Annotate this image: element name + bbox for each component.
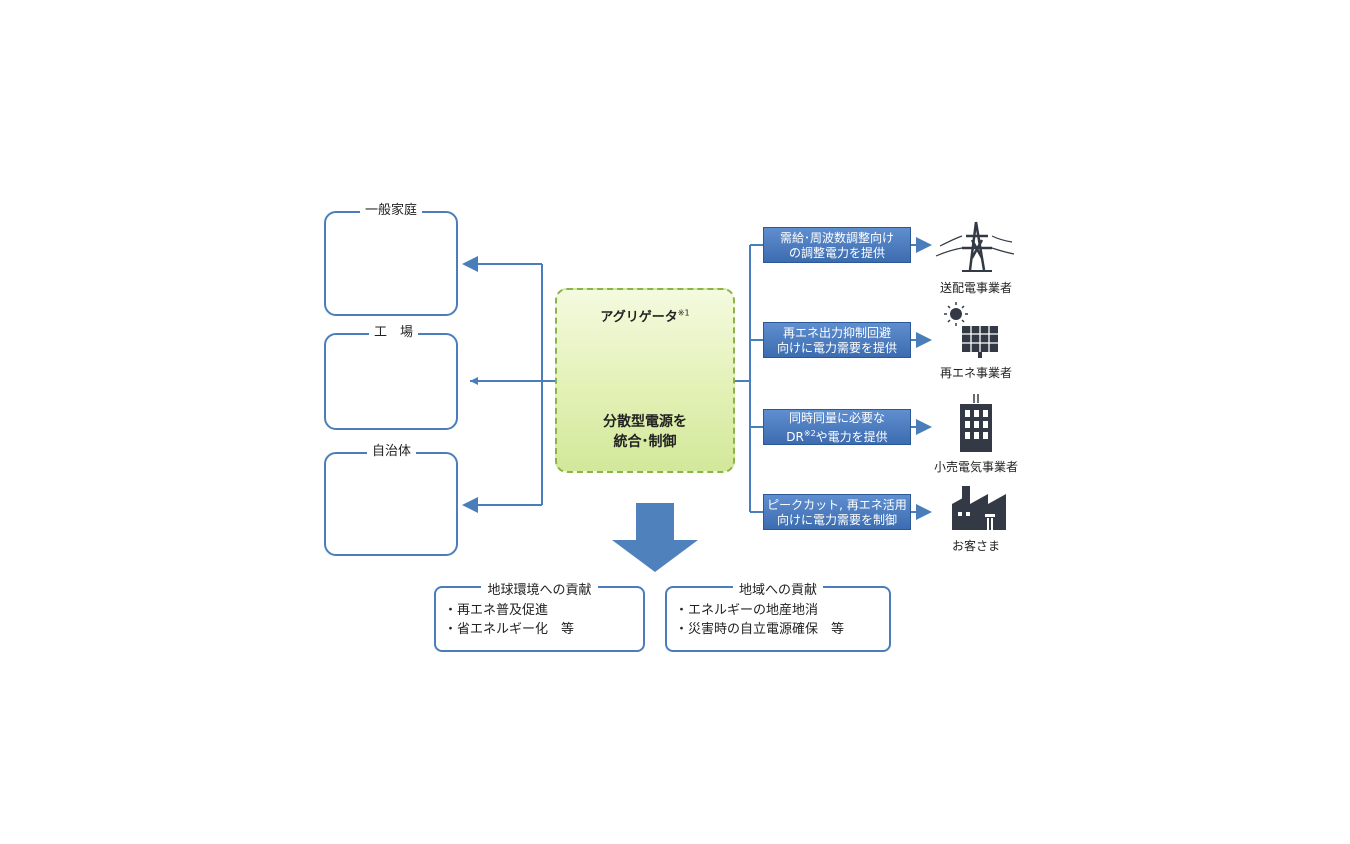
source-municipality-box — [324, 452, 458, 556]
benefit-item: ・エネルギーの地産地消 — [675, 603, 819, 618]
aggregator-line2: 統合･制御 — [613, 434, 677, 450]
benefit-community-title: 地域への貢献 — [667, 579, 889, 598]
service-line2: の調整電力を提供 — [788, 246, 885, 260]
service-line1: 再エネ出力抑制回避 — [782, 326, 891, 340]
factory-icon — [952, 486, 1006, 530]
service-line2: 向けに電力需要を制御 — [776, 513, 897, 527]
service-line2: 向けに電力需要を提供 — [776, 341, 897, 355]
source-municipality-label: 自治体 — [367, 445, 417, 459]
benefit-environment-title: 地球環境への貢献 — [436, 579, 643, 598]
stakeholder-renewable-label: 再エネ事業者 — [939, 366, 1012, 380]
transmission-tower-icon — [935, 221, 1015, 272]
service-curtailment-avoidance: 再エネ出力抑制回避 向けに電力需要を提供 — [763, 322, 911, 358]
source-household-box — [324, 211, 458, 316]
benefit-environment-box: 地球環境への貢献 ・再エネ普及促進 ・省エネルギー化 等 — [434, 583, 645, 652]
stakeholder-transmission-label: 送配電事業者 — [939, 281, 1012, 295]
service-line1: 需給･周波数調整向け — [779, 231, 894, 245]
aggregator-line1: 分散型電源を — [603, 414, 687, 430]
aggregator-box: アグリゲータ※1 分散型電源を 統合･制御 — [555, 288, 735, 473]
service-balancing-dr: 同時同量に必要な DR※2や電力を提供 — [763, 409, 911, 445]
service-supply-demand-adjustment: 需給･周波数調整向け の調整電力を提供 — [763, 227, 911, 263]
benefit-title-text: 地球環境への貢献 — [481, 583, 598, 598]
benefit-title-text: 地域への貢献 — [732, 583, 823, 598]
aggregator-title: アグリゲータ※1 — [557, 306, 733, 325]
service-peak-cut: ピークカット, 再エネ活用 向けに電力需要を制御 — [763, 494, 911, 530]
service-line1: ピークカット, 再エネ活用 — [767, 498, 907, 512]
aggregator-title-text: アグリゲータ — [600, 310, 678, 325]
service-dr-text: DR — [786, 430, 804, 444]
benefit-community-box: 地域への貢献 ・エネルギーの地産地消 ・災害時の自立電源確保 等 — [665, 583, 891, 652]
service-line2-post: や電力を提供 — [815, 430, 888, 444]
office-building-icon — [960, 394, 992, 452]
aggregator-description: 分散型電源を 統合･制御 — [557, 412, 733, 452]
stakeholder-customer-label: お客さま — [951, 539, 1000, 553]
solar-panel-sun-icon — [944, 302, 998, 358]
source-household-label: 一般家庭 — [360, 204, 423, 218]
service-note-mark: ※2 — [803, 429, 816, 438]
benefit-item: ・省エネルギー化 等 — [444, 622, 575, 637]
source-factory-box — [324, 333, 458, 430]
contribution-arrow-icon — [612, 503, 698, 572]
stakeholder-retail-label: 小売電気事業者 — [933, 460, 1018, 474]
benefit-item: ・再エネ普及促進 — [444, 603, 549, 618]
aggregator-note-mark: ※1 — [677, 308, 690, 318]
service-line1: 同時同量に必要な — [788, 411, 885, 425]
service-line2: DR※2や電力を提供 — [764, 426, 910, 445]
source-factory-label: 工 場 — [369, 326, 419, 340]
right-connectors — [702, 237, 932, 520]
benefit-item: ・災害時の自立電源確保 等 — [675, 622, 845, 637]
